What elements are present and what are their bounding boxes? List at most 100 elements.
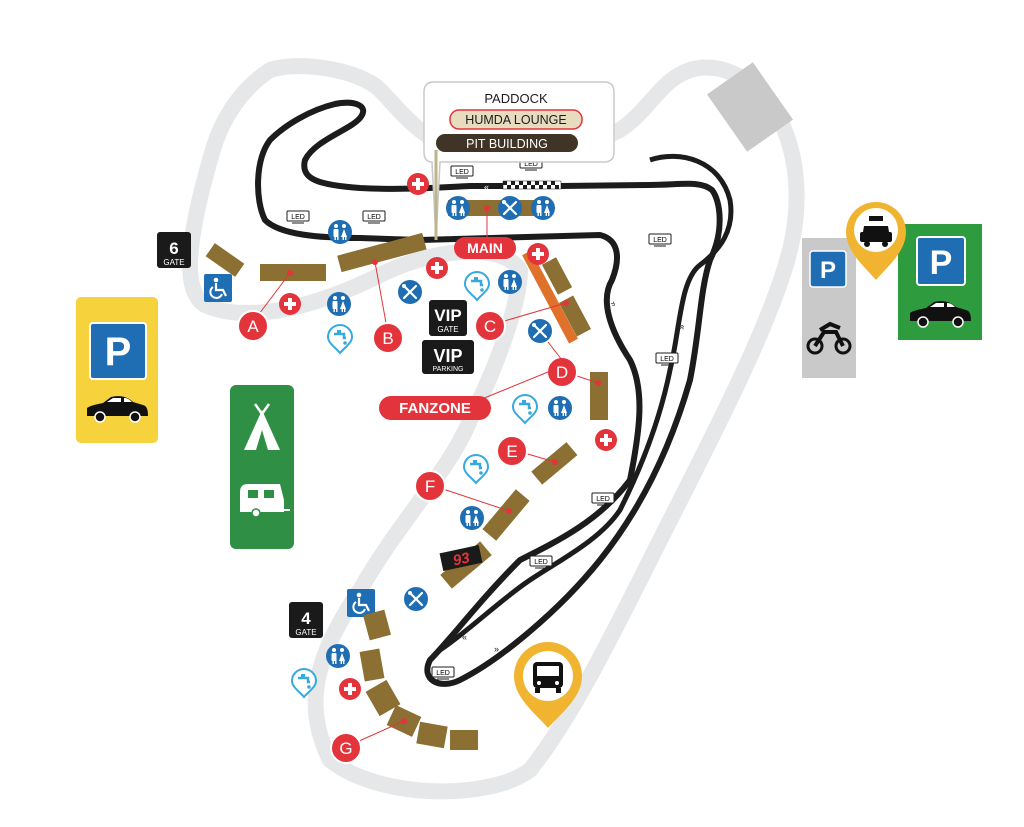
grandstand-c-label: C	[474, 310, 506, 342]
grandstand-c-orange	[522, 250, 578, 344]
led-screen-icon: LED	[519, 157, 543, 171]
restaurant-icon	[402, 585, 430, 613]
grandstand-a-block	[205, 243, 245, 277]
water-icon	[511, 393, 539, 425]
motorbike-parking: P	[802, 238, 856, 378]
water-icon	[462, 453, 490, 485]
toilet-icon	[328, 220, 352, 244]
first-aid-icon	[407, 173, 429, 195]
svg-text:LED: LED	[653, 237, 667, 244]
svg-text:E: E	[506, 442, 517, 461]
toilet-icon	[460, 506, 484, 530]
svg-text:93: 93	[451, 549, 471, 569]
svg-text:C: C	[484, 317, 496, 336]
svg-text:FANZONE: FANZONE	[399, 400, 471, 417]
toilet-icon	[548, 396, 572, 420]
gate-6-sign: 6 GATE	[157, 232, 191, 268]
parking-icon: P	[809, 250, 847, 288]
grandstand-g-block	[365, 679, 401, 717]
humda-lounge-label: HUMDA LOUNGE	[465, 113, 566, 127]
first-aid-icon	[527, 243, 549, 265]
bus-icon	[514, 642, 582, 728]
direction-chevron-icon: «	[484, 182, 489, 192]
led-screen-icon: LED	[655, 352, 679, 366]
svg-text:LED: LED	[455, 169, 469, 176]
restaurant-icon	[526, 317, 554, 345]
svg-text:P: P	[930, 244, 953, 282]
fanzone-label: FANZONE	[379, 396, 491, 420]
svg-text:4: 4	[301, 609, 311, 628]
grandstand-b-label: B	[372, 322, 404, 354]
race-track	[255, 99, 723, 687]
svg-text:GATE: GATE	[295, 628, 316, 637]
svg-text:GATE: GATE	[163, 258, 184, 267]
grandstand-b-block	[337, 232, 427, 273]
restaurant-icon	[396, 278, 424, 306]
wheelchair-icon	[345, 587, 377, 619]
grandstand-g-block	[359, 648, 385, 682]
paddock-title: PADDOCK	[484, 91, 548, 106]
svg-text:LED: LED	[534, 559, 548, 566]
toilet-icon	[446, 196, 470, 220]
grey-building	[706, 62, 794, 152]
toilet-icon	[326, 644, 350, 668]
svg-text:MAIN: MAIN	[467, 240, 503, 256]
grandstand-a-label: A	[237, 310, 269, 342]
svg-text:VIP: VIP	[434, 306, 461, 325]
svg-text:LED: LED	[291, 214, 305, 221]
svg-text:D: D	[556, 363, 568, 382]
svg-text:LED: LED	[524, 161, 538, 168]
led-screen-icon: LED	[591, 492, 615, 506]
vip-gate-sign: VIP GATE	[429, 300, 467, 336]
taxi-icon	[846, 202, 906, 280]
grandstand-f-label: F	[414, 470, 446, 502]
first-aid-icon	[279, 293, 301, 315]
vip-parking-sign: VIP PARKING	[422, 340, 474, 374]
grandstand-d-label: D	[546, 356, 578, 388]
finish-flag-icon	[502, 180, 562, 190]
grandstand-f-block	[482, 489, 530, 541]
motorbike-icon	[806, 321, 852, 355]
direction-chevron-icon: «	[462, 632, 467, 642]
toilet-icon	[498, 270, 522, 294]
led-screen-icon: LED	[529, 555, 553, 569]
car-parking-yellow: P	[76, 297, 158, 443]
pit-building-label: PIT BUILDING	[466, 137, 548, 151]
parking-icon: P	[89, 322, 147, 380]
number-93-badge: 93	[439, 545, 483, 571]
water-icon	[326, 323, 354, 355]
car-parking-green: P	[898, 224, 982, 340]
svg-text:G: G	[339, 739, 352, 758]
main-label: MAIN	[454, 237, 516, 259]
svg-text:B: B	[382, 329, 393, 348]
grandstand-d-block	[590, 372, 608, 420]
svg-text:F: F	[425, 477, 435, 496]
svg-text:LED: LED	[660, 356, 674, 363]
direction-chevron-icon: »	[494, 644, 499, 654]
water-icon	[463, 270, 491, 302]
wheelchair-icon	[202, 272, 234, 304]
svg-text:VIP: VIP	[433, 346, 462, 366]
led-screen-icon: LED	[431, 666, 455, 680]
svg-text:LED: LED	[367, 214, 381, 221]
toilet-icon	[531, 196, 555, 220]
outer-road	[182, 58, 805, 800]
svg-text:LED: LED	[596, 496, 610, 503]
led-screen-icon: LED	[450, 165, 474, 179]
direction-chevron-icon: »	[676, 324, 687, 331]
paddock-legend: PADDOCK HUMDA LOUNGE PIT BUILDING	[423, 81, 615, 241]
toilet-icon	[327, 292, 351, 316]
led-screen-icon: LED	[362, 210, 386, 224]
tent-icon	[244, 403, 280, 450]
grandstand-e-label: E	[496, 435, 528, 467]
track-inner-line	[438, 153, 734, 653]
grandstand-g-block	[450, 730, 478, 750]
svg-text:P: P	[105, 330, 132, 374]
gate-4-sign: 4 GATE	[289, 602, 323, 638]
svg-text:A: A	[247, 317, 259, 336]
grandstand-a-block	[260, 264, 326, 281]
grandstand-c-block	[541, 257, 573, 295]
first-aid-icon	[339, 678, 361, 700]
first-aid-icon	[595, 429, 617, 451]
